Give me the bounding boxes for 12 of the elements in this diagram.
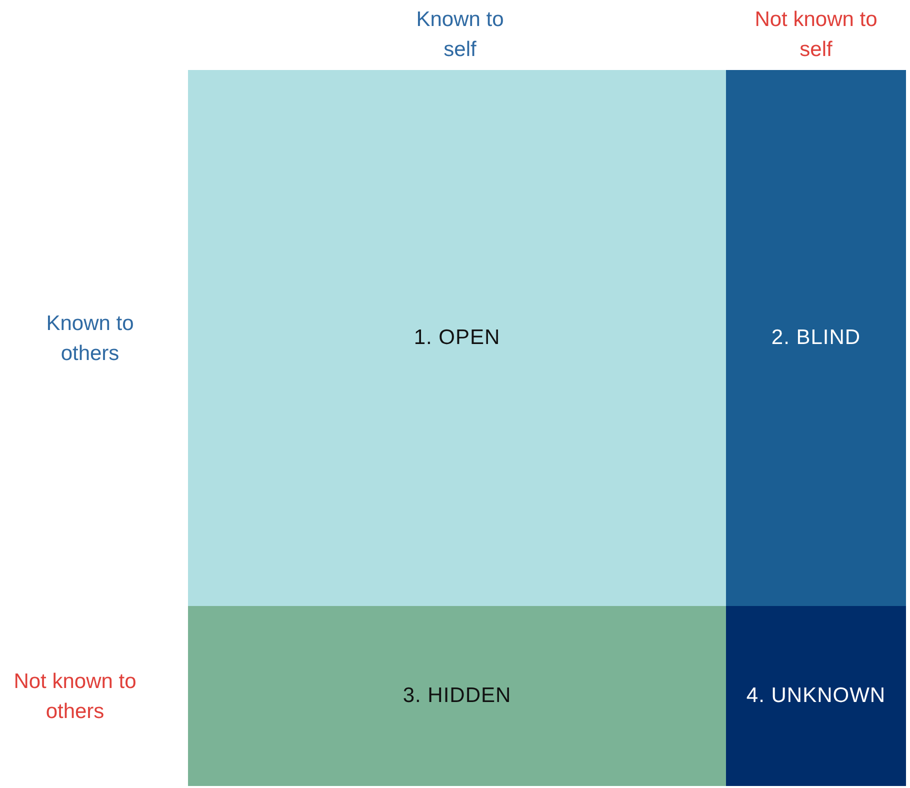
quadrant-box [726,606,906,786]
quadrant-box [188,606,726,786]
axis-label: Not known to self [754,7,878,63]
quadrant-box [726,70,906,606]
axis-label: Known to self [415,7,505,63]
quadrant-label: 2. BLIND [771,326,861,350]
quadrant-label: 4. UNKNOWN [746,684,886,708]
quadrant-box [188,70,726,606]
axis-label: Known to others [45,311,135,367]
quadrant-label: 3. HIDDEN [402,684,512,708]
quadrant-label: 1. OPEN [414,326,500,350]
axis-label: Not known to others [12,669,138,725]
